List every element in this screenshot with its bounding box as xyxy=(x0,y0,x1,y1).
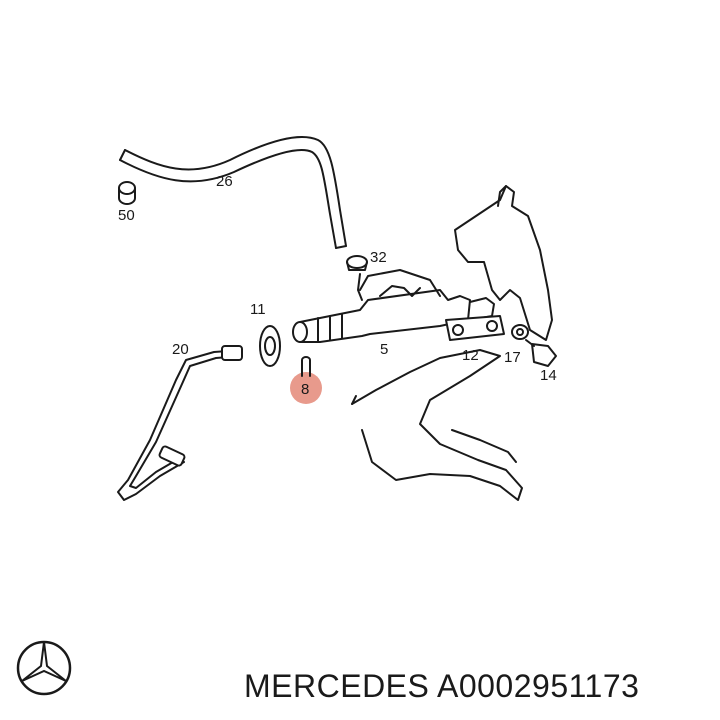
callout-17: 17 xyxy=(504,349,521,366)
highlight-8 xyxy=(290,372,322,404)
callout-20: 20 xyxy=(172,341,189,358)
callout-32: 32 xyxy=(370,249,387,266)
part-number: A0002951173 xyxy=(436,668,640,704)
callout-5: 5 xyxy=(380,341,388,358)
brand-name: MERCEDES xyxy=(244,668,430,704)
bolt-14 xyxy=(525,339,557,367)
master-cylinder-5 xyxy=(292,269,495,343)
pin-8 xyxy=(290,356,322,404)
part-caption: MERCEDES A0002951173 xyxy=(244,664,639,708)
callout-8: 8 xyxy=(301,381,309,398)
pedal-arm xyxy=(351,349,523,501)
mercedes-star-icon xyxy=(16,640,72,696)
seal-11 xyxy=(259,325,281,367)
pedal-bracket xyxy=(454,185,553,341)
link-12 xyxy=(445,315,505,341)
cap-50 xyxy=(118,181,136,205)
clamp-32 xyxy=(346,255,368,271)
callout-12: 12 xyxy=(462,347,479,364)
callout-11: 11 xyxy=(250,301,266,318)
callout-50: 50 xyxy=(118,207,135,224)
callout-26: 26 xyxy=(216,173,233,190)
callout-14: 14 xyxy=(540,367,557,384)
pipe-20 xyxy=(117,345,243,501)
nut-17 xyxy=(511,324,529,340)
hose-26 xyxy=(119,136,347,249)
